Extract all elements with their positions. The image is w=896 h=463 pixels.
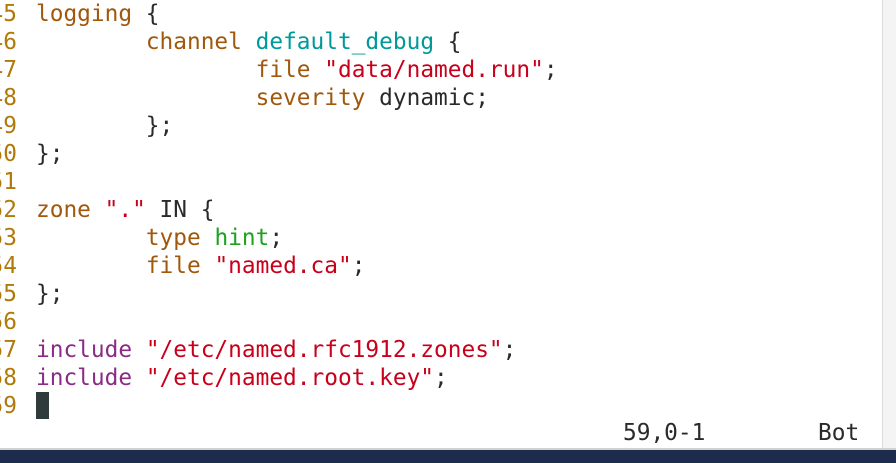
line-text: zone "." IN { [36,196,214,224]
text-cursor [36,392,49,419]
line-number: 57 [0,337,17,363]
code-token: ; [543,57,558,83]
code-token [132,337,146,363]
code-token: }; [36,141,64,167]
code-token: zone [36,197,91,223]
code-token [36,85,256,111]
cursor-position: 59,0-1 [623,420,706,446]
code-token: "data/named.run" [324,57,544,83]
code-token: IN { [145,197,215,223]
code-token: include [36,365,133,391]
code-token: severity [255,85,366,111]
code-token [36,225,146,251]
vim-editor[interactable]: 45logging {46 channel default_debug {47 … [0,0,882,448]
code-token: ; [269,225,284,251]
line-number: 47 [0,57,17,83]
line-number: 56 [0,309,17,335]
code-token: channel [145,29,242,55]
line-number: 45 [0,1,17,27]
scroll-position: Bot [818,420,860,446]
line-text: severity dynamic; [36,84,489,112]
code-token [201,225,215,251]
code-token: type [145,225,201,251]
line-number: 46 [0,29,17,55]
taskbar [0,448,896,463]
code-token: "/etc/named.root.key" [145,365,435,391]
line-text: }; [36,140,63,168]
line-number: 59 [0,393,17,419]
code-token: ; [351,253,366,279]
code-token: }; [36,113,174,139]
code-token: ; [434,365,448,391]
code-token: "named.ca" [214,253,352,279]
line-number: 51 [0,169,17,195]
code-token: file [255,57,311,83]
line-text: file "data/named.run"; [36,56,558,84]
line-number: 48 [0,85,17,111]
line-text: include "/etc/named.rfc1912.zones"; [36,336,516,364]
line-text: }; [36,112,173,140]
line-text: channel default_debug { [36,28,462,56]
code-token: }; [36,281,64,307]
window-edge [882,0,896,448]
code-token [311,57,325,83]
code-token: default_debug [255,29,435,55]
line-number: 52 [0,197,17,223]
line-number: 50 [0,141,17,167]
code-token: "." [104,197,146,223]
code-token: "/etc/named.rfc1912.zones" [145,337,503,363]
line-number: 54 [0,253,17,279]
code-token [132,365,146,391]
code-token [201,253,215,279]
code-token: file [145,253,201,279]
code-token: include [36,337,133,363]
code-token: ; [502,337,517,363]
code-token [36,29,146,55]
code-token: { [434,29,462,55]
line-number: 55 [0,281,17,307]
line-text: file "named.ca"; [36,252,366,280]
line-text: }; [36,280,63,308]
code-token [91,197,105,223]
line-text: logging { [36,0,160,28]
status-line: 59,0-1 Bot [0,419,882,448]
code-token [242,29,256,55]
line-number: 53 [0,225,17,251]
code-token: dynamic; [365,85,489,111]
line-text: include "/etc/named.root.key"; [36,364,448,392]
code-token: hint [214,225,270,251]
code-token: { [132,1,160,27]
code-token [36,57,256,83]
code-token: logging [36,1,133,27]
line-text: type hint; [36,224,283,252]
line-number: 49 [0,113,17,139]
code-token [36,253,146,279]
line-number: 58 [0,365,17,391]
